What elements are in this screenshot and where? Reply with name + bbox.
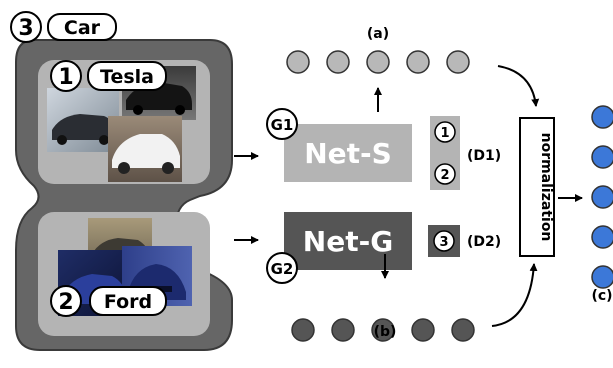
net-g-box — [284, 212, 412, 270]
ford-label: Ford — [104, 291, 152, 313]
normalization-box — [519, 117, 555, 257]
output-a-nodes — [286, 50, 470, 74]
output-a-node — [326, 50, 350, 74]
g2-label: G2 — [271, 260, 294, 278]
ford-number: 2 — [58, 290, 73, 315]
car-group-label: 3 Car — [10, 11, 117, 43]
net-s-label: Net-S — [304, 137, 392, 170]
output-b-node — [291, 318, 315, 342]
output-c-label: (c) — [591, 288, 612, 304]
g2-badge — [266, 252, 298, 284]
d2-label: (D2) — [467, 234, 501, 250]
d1-item-2: 2 — [440, 168, 449, 183]
curved-arrow-icon — [497, 65, 540, 107]
output-b-nodes — [291, 318, 475, 342]
d1-label: (D1) — [467, 148, 501, 164]
tesla-label-pill — [87, 61, 167, 91]
d1-item-2-badge — [434, 163, 456, 185]
tesla-number: 1 — [58, 65, 73, 90]
net-g-label: Net-G — [303, 225, 393, 258]
car-number-badge — [10, 11, 42, 43]
curved-arrow-icon — [491, 263, 538, 327]
ford-number-badge — [50, 285, 82, 317]
output-c-node — [591, 105, 613, 129]
g1-badge — [266, 108, 298, 140]
car-label-pill — [47, 13, 117, 41]
output-c-node — [591, 185, 613, 209]
output-a-label: (a) — [367, 26, 389, 42]
tesla-class-label: 1 Tesla — [50, 60, 167, 92]
output-a-node — [446, 50, 470, 74]
tesla-label: Tesla — [100, 66, 154, 88]
output-b-node — [411, 318, 435, 342]
output-b-node — [451, 318, 475, 342]
output-a-node — [406, 50, 430, 74]
tesla-white-sedan-photo — [108, 116, 182, 182]
output-c-node — [591, 145, 613, 169]
output-b-node — [331, 318, 355, 342]
output-b-label: (b) — [374, 324, 397, 340]
d1-item-1: 1 — [440, 126, 449, 141]
net-s-box — [284, 124, 412, 182]
car-number: 3 — [18, 16, 33, 41]
output-a-node — [366, 50, 390, 74]
d1-item-1-badge — [434, 121, 456, 143]
output-a-node — [286, 50, 310, 74]
ford-label-pill — [89, 286, 167, 316]
output-c-nodes — [591, 105, 613, 289]
ford-class-label: 2 Ford — [50, 285, 167, 317]
output-c-node — [591, 265, 613, 289]
d2-item-1: 3 — [439, 235, 448, 250]
tesla-number-badge — [50, 60, 82, 92]
output-b-node — [371, 318, 395, 342]
g1-label: G1 — [271, 116, 294, 134]
output-c-node — [591, 225, 613, 249]
tesla-snow-sedan-photo — [47, 88, 119, 152]
d2-item-1-badge — [433, 230, 455, 252]
car-label: Car — [64, 17, 101, 39]
normalization-label: normalization — [538, 133, 554, 242]
